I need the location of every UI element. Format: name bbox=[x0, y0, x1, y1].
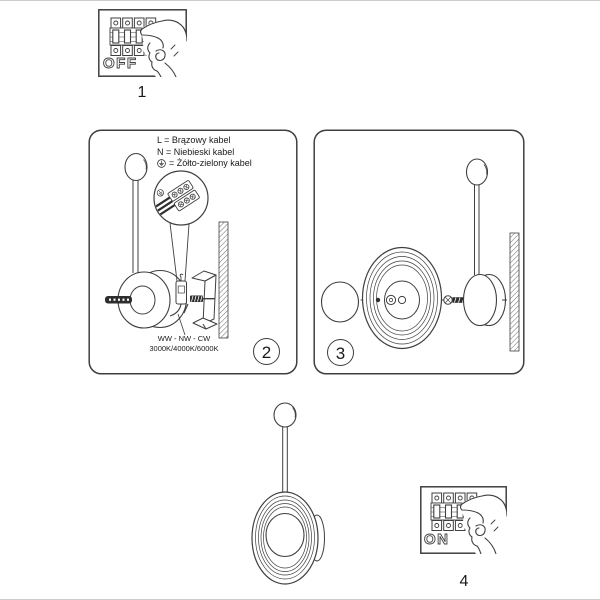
step3-number: 3 bbox=[327, 339, 354, 366]
legend-line-earth: = Żółto-zielony kabel bbox=[157, 158, 252, 170]
legend-line-n: N = Niebieski kabel bbox=[157, 147, 252, 159]
wall-bracket bbox=[191, 270, 218, 330]
page-top-edge bbox=[0, 0, 600, 1]
fastener-parts bbox=[375, 294, 407, 306]
earth-symbol-icon bbox=[157, 159, 166, 169]
step3-assembly-illustration bbox=[313, 129, 525, 375]
diffuser-cap bbox=[320, 281, 360, 323]
step1-breaker-off-illustration: OFF bbox=[98, 9, 187, 77]
legend-l-text: L = Brązowy kabel bbox=[157, 135, 231, 145]
lamp-drawing bbox=[117, 152, 188, 329]
breaker-on-label: ON bbox=[424, 531, 450, 548]
color-temp-switch bbox=[169, 273, 187, 336]
wall-hatch bbox=[218, 221, 229, 339]
wiring-legend: L = Brązowy kabel N = Niebieski kabel = … bbox=[157, 135, 252, 170]
color-temp-values: 3000K/4000K/6000K bbox=[149, 344, 219, 353]
mounting-screw bbox=[183, 295, 215, 314]
step2-wiring-illustration bbox=[88, 129, 298, 375]
color-temp-codes: WW - NW - CW bbox=[157, 334, 211, 343]
wall-hatch bbox=[509, 232, 520, 352]
step1-number: 1 bbox=[137, 84, 147, 101]
breaker-off-label: OFF bbox=[103, 55, 138, 72]
legend-line-l: L = Brązowy kabel bbox=[157, 135, 252, 147]
lamp-head bbox=[124, 152, 148, 182]
terminal-block bbox=[154, 180, 200, 221]
hand-icon bbox=[139, 19, 187, 77]
wall-base-lamp bbox=[462, 158, 507, 327]
hand-icon bbox=[459, 494, 507, 554]
assembly-screw bbox=[443, 295, 475, 305]
assembled-lamp-illustration bbox=[251, 402, 325, 585]
terminal-zoom-circle bbox=[153, 170, 209, 282]
earth-symbol-small bbox=[156, 189, 164, 197]
lamp-head bbox=[273, 402, 297, 428]
lamp-ring bbox=[251, 491, 319, 585]
legend-earth-text: = Żółto-zielony kabel bbox=[169, 158, 252, 168]
legend-n-text: N = Niebieski kabel bbox=[157, 146, 235, 157]
color-temp-label: WW - NW - CW 3000K/4000K/6000K bbox=[138, 334, 230, 354]
step4-number: 4 bbox=[459, 573, 469, 590]
lamp-head bbox=[465, 158, 489, 186]
step4-breaker-on-illustration: ON bbox=[420, 486, 507, 554]
step2-number: 2 bbox=[253, 338, 280, 365]
wall-anchor-screw bbox=[105, 296, 132, 304]
